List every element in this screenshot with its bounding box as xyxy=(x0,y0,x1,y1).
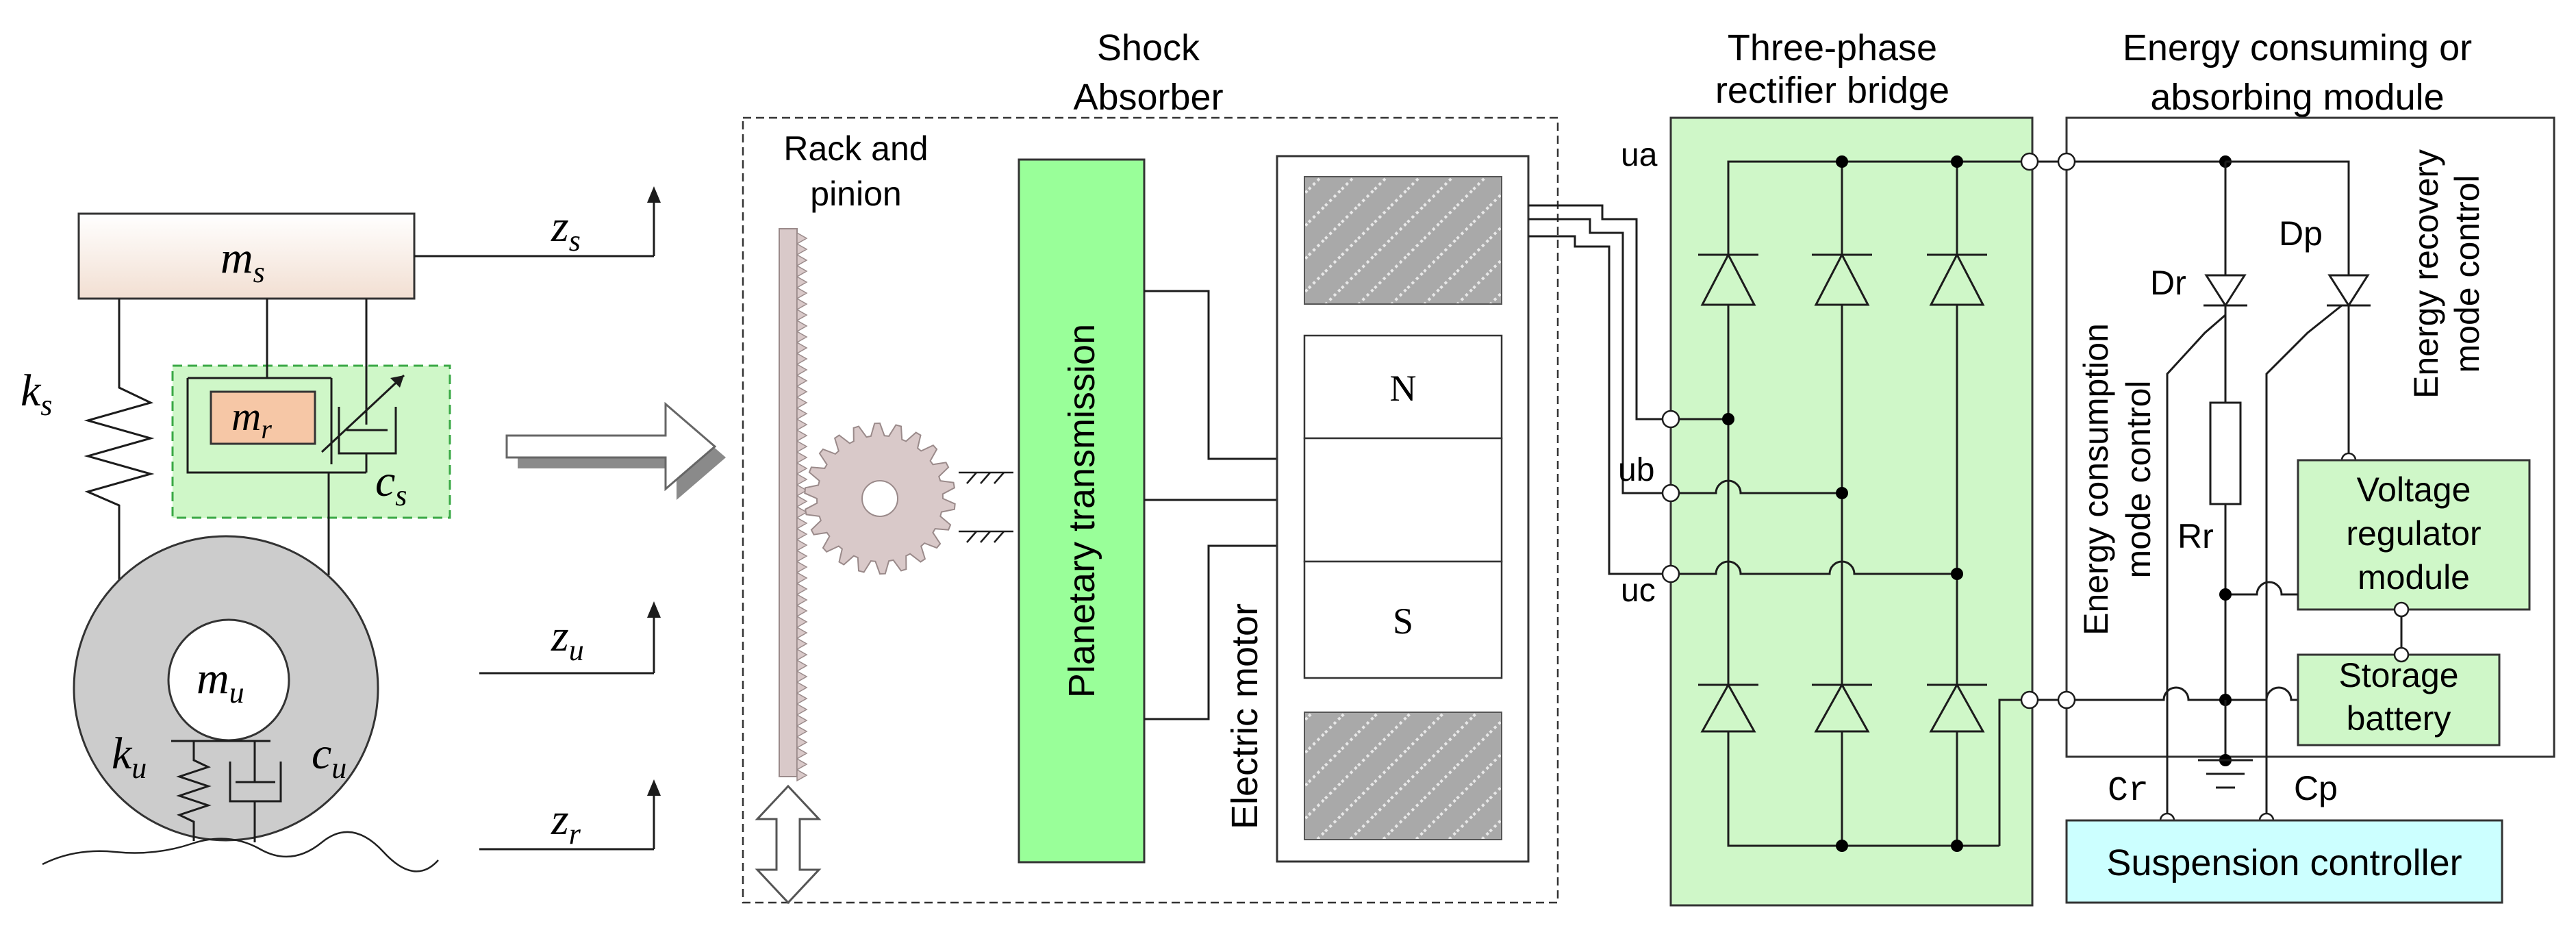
voltage-regulator-label-2: regulator xyxy=(2346,514,2481,553)
cs-label: cs xyxy=(375,456,407,512)
storage-battery-label: Storage xyxy=(2338,656,2458,694)
rr-label: Rr xyxy=(2177,517,2214,555)
ks-label: ks xyxy=(21,366,52,422)
motor-pole-n xyxy=(1303,334,1503,440)
port-pos-a xyxy=(2020,152,2039,171)
port-ua xyxy=(1661,410,1680,429)
diode-icon xyxy=(1698,252,1987,733)
inerter-mass-label: mr xyxy=(231,394,272,444)
arrow-zs-icon xyxy=(647,186,661,203)
recovery-control-label-2: mode control xyxy=(2448,175,2486,373)
thyristor-dp-icon xyxy=(2327,274,2370,307)
motor-coil-top-icon xyxy=(1304,176,1502,305)
planetary-transmission-label: Planetary transmission xyxy=(1061,324,1102,698)
zr-label: zr xyxy=(551,794,581,851)
rack-icon xyxy=(779,228,798,777)
shock-absorber: Shock Absorber Rack and pinion Planetary… xyxy=(742,27,1559,905)
dp-label: Dp xyxy=(2279,214,2323,253)
diode-triangle-5 xyxy=(1929,252,1985,306)
voltage-regulator-label: Voltage xyxy=(2357,470,2471,509)
tire-spring-icon xyxy=(176,741,212,841)
diode-triangle-1 xyxy=(1700,252,1756,306)
road-surface-icon xyxy=(42,831,439,872)
vertical-motion-arrow-icon xyxy=(755,784,822,905)
port-pos-b xyxy=(2057,152,2076,171)
suspension-controller-block xyxy=(2065,819,2503,904)
rectifier-title-2: rectifier bridge xyxy=(1715,70,1949,111)
diode-triangle-6 xyxy=(1929,682,1985,733)
zu-label: zu xyxy=(551,611,584,667)
consumption-control-label: Energy consumption xyxy=(2077,323,2115,636)
motor-pole-s xyxy=(1303,560,1503,679)
bearing-icon xyxy=(959,471,1013,543)
port-neg-b xyxy=(2057,690,2076,709)
rack-label: Rack and xyxy=(783,129,928,168)
port-uc xyxy=(1661,564,1680,583)
cu-label: cu xyxy=(312,729,346,785)
energy-module-title-2: absorbing module xyxy=(2150,77,2444,118)
energy-module-frame xyxy=(2065,116,2555,758)
pole-n-label: N xyxy=(1390,368,1417,409)
sprung-mass-label: ms xyxy=(220,233,265,289)
rectifier-title: Three-phase xyxy=(1728,27,1937,68)
quarter-car-model: ms zs ks mr cs mu ku xyxy=(21,186,661,872)
spring-ks-icon xyxy=(84,299,155,586)
storage-battery-block xyxy=(2297,653,2501,746)
suspension-controller-label: Suspension controller xyxy=(2106,842,2462,883)
shock-absorber-frame xyxy=(742,116,1559,904)
unsprung-mass-label: mu xyxy=(197,653,244,709)
diode-triangle-2 xyxy=(1700,682,1756,733)
voltage-regulator-label-3: module xyxy=(2358,558,2470,596)
diode-triangle-3 xyxy=(1814,252,1870,306)
dr-label: Dr xyxy=(2150,264,2186,302)
thyristor-dr-icon xyxy=(2204,274,2247,307)
shock-absorber-title: Shock xyxy=(1097,27,1200,68)
recovery-control-label: Energy recovery xyxy=(2407,149,2445,399)
rectifier-bridge: Three-phase rectifier bridge ua ub uc xyxy=(1618,27,2034,907)
consumption-control-label-2: mode control xyxy=(2119,380,2158,578)
phase-c-label: uc xyxy=(1621,573,1656,609)
planetary-transmission-block xyxy=(1018,158,1146,864)
rectifier-panel xyxy=(1669,116,2034,907)
port-ub xyxy=(1661,483,1680,503)
resistor-rr-icon xyxy=(2209,401,2242,505)
sprung-mass-block xyxy=(77,212,416,300)
motor-rotor xyxy=(1303,437,1503,563)
cr-label: Cr xyxy=(2108,772,2149,811)
arrow-zu-icon xyxy=(647,601,661,618)
electric-motor-label: Electric motor xyxy=(1224,603,1265,829)
motor-coil-bottom-icon xyxy=(1304,712,1502,840)
cp-label: Cp xyxy=(2294,769,2338,807)
diode-triangle-4 xyxy=(1814,682,1870,733)
phase-a-label: ua xyxy=(1621,137,1658,173)
pole-s-label: S xyxy=(1393,601,1413,642)
rack-label-2: pinion xyxy=(810,175,901,213)
port-neg-a xyxy=(2020,690,2039,709)
rack-teeth-icon xyxy=(796,231,808,782)
shock-absorber-title-2: Absorber xyxy=(1073,77,1223,118)
storage-battery-label-2: battery xyxy=(2347,699,2451,738)
phase-b-label: ub xyxy=(1618,452,1654,488)
ku-label: ku xyxy=(112,729,147,785)
energy-module: Energy consuming or absorbing module Dr … xyxy=(2020,27,2555,904)
zs-label: zs xyxy=(551,201,581,257)
inerter-mass-block xyxy=(210,390,316,445)
transform-arrow-icon xyxy=(505,401,726,500)
energy-module-title: Energy consuming or xyxy=(2123,27,2472,68)
arrow-zr-icon xyxy=(647,779,661,796)
